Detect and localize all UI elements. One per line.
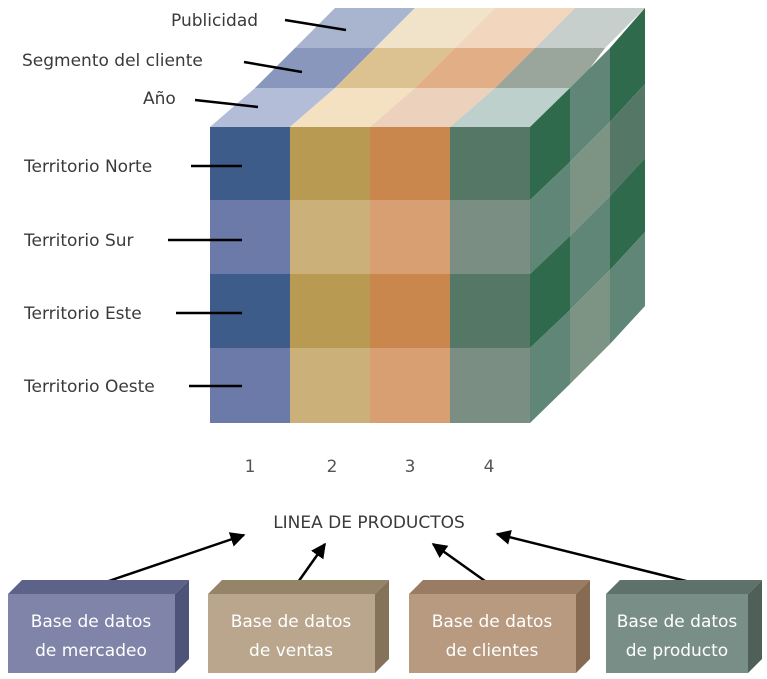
side-cell [570, 122, 610, 236]
box-side [748, 580, 762, 673]
arrows [102, 529, 711, 589]
front-cell [210, 274, 290, 348]
column-number: 2 [327, 457, 338, 477]
front-cell [450, 348, 530, 423]
box-label-line2: de mercadeo [35, 641, 147, 661]
front-cell [290, 348, 370, 423]
box-label-line1: Base de datos [617, 612, 738, 632]
side-cell [610, 232, 645, 344]
front-cell [370, 200, 450, 274]
box-label-line2: de producto [626, 641, 728, 661]
database-box-ventas: Base de datos de ventas [208, 580, 389, 673]
arrow [102, 532, 246, 585]
label-anio: Año [143, 89, 176, 109]
side-cell [570, 196, 610, 310]
label-oeste: Territorio Oeste [23, 377, 155, 397]
box-label-line1: Base de datos [432, 612, 553, 632]
top-cell [210, 88, 335, 127]
box-front [8, 594, 175, 673]
top-cell [370, 88, 495, 127]
leader-line [243, 60, 303, 74]
box-front [208, 594, 375, 673]
side-cell [610, 158, 645, 270]
box-label-line1: Base de datos [231, 612, 352, 632]
arrow [431, 542, 493, 588]
label-publicidad: Publicidad [171, 11, 258, 31]
column-number: 1 [245, 457, 256, 477]
box-side [375, 580, 389, 673]
front-cell [450, 127, 530, 200]
box-top [8, 580, 189, 594]
box-front [606, 594, 748, 673]
dimension-labels: Publicidad Segmento del cliente Año Terr… [22, 11, 347, 397]
label-norte: Territorio Norte [23, 157, 152, 177]
leader-line [284, 18, 347, 32]
front-cell [370, 348, 450, 423]
center-title: LINEA DE PRODUCTOS [273, 513, 465, 533]
box-top [409, 580, 590, 594]
label-segmento: Segmento del cliente [22, 51, 203, 71]
database-box-producto: Base de datos de producto [606, 580, 762, 673]
box-front [409, 594, 576, 673]
label-sur: Territorio Sur [23, 231, 134, 251]
box-label-line2: de clientes [446, 641, 539, 661]
arrow [495, 529, 711, 589]
side-cell [530, 162, 570, 274]
front-cell [290, 274, 370, 348]
top-cell [290, 88, 415, 127]
cube-top-face [210, 8, 645, 127]
side-cell [530, 236, 570, 348]
column-number: 3 [405, 457, 416, 477]
side-cell [530, 88, 570, 200]
cube-side-face [530, 8, 645, 423]
front-cell [210, 200, 290, 274]
front-cell [210, 127, 290, 200]
cube-front-face [210, 127, 530, 423]
box-label-line1: Base de datos [31, 612, 152, 632]
front-cell [370, 127, 450, 200]
front-cell [290, 127, 370, 200]
column-number: 4 [484, 457, 495, 477]
front-cell [370, 274, 450, 348]
database-box-mercadeo: Base de datos de mercadeo [8, 580, 189, 673]
column-numbers: 1 2 3 4 [245, 457, 495, 477]
side-cell [570, 48, 610, 162]
side-cell [570, 270, 610, 384]
front-cell [290, 200, 370, 274]
side-cell [610, 84, 645, 196]
top-cell [535, 8, 645, 48]
box-top [208, 580, 389, 594]
box-side [576, 580, 590, 673]
box-top [606, 580, 762, 594]
leader-line [194, 98, 259, 109]
top-cell [450, 88, 575, 127]
arrow [294, 542, 327, 586]
front-cell [450, 200, 530, 274]
side-cell [530, 310, 570, 423]
database-box-clientes: Base de datos de clientes [409, 580, 590, 673]
front-cell [450, 274, 530, 348]
top-cell [495, 48, 605, 88]
box-label-line2: de ventas [249, 641, 333, 661]
box-side [175, 580, 189, 673]
label-este: Territorio Este [23, 304, 142, 324]
